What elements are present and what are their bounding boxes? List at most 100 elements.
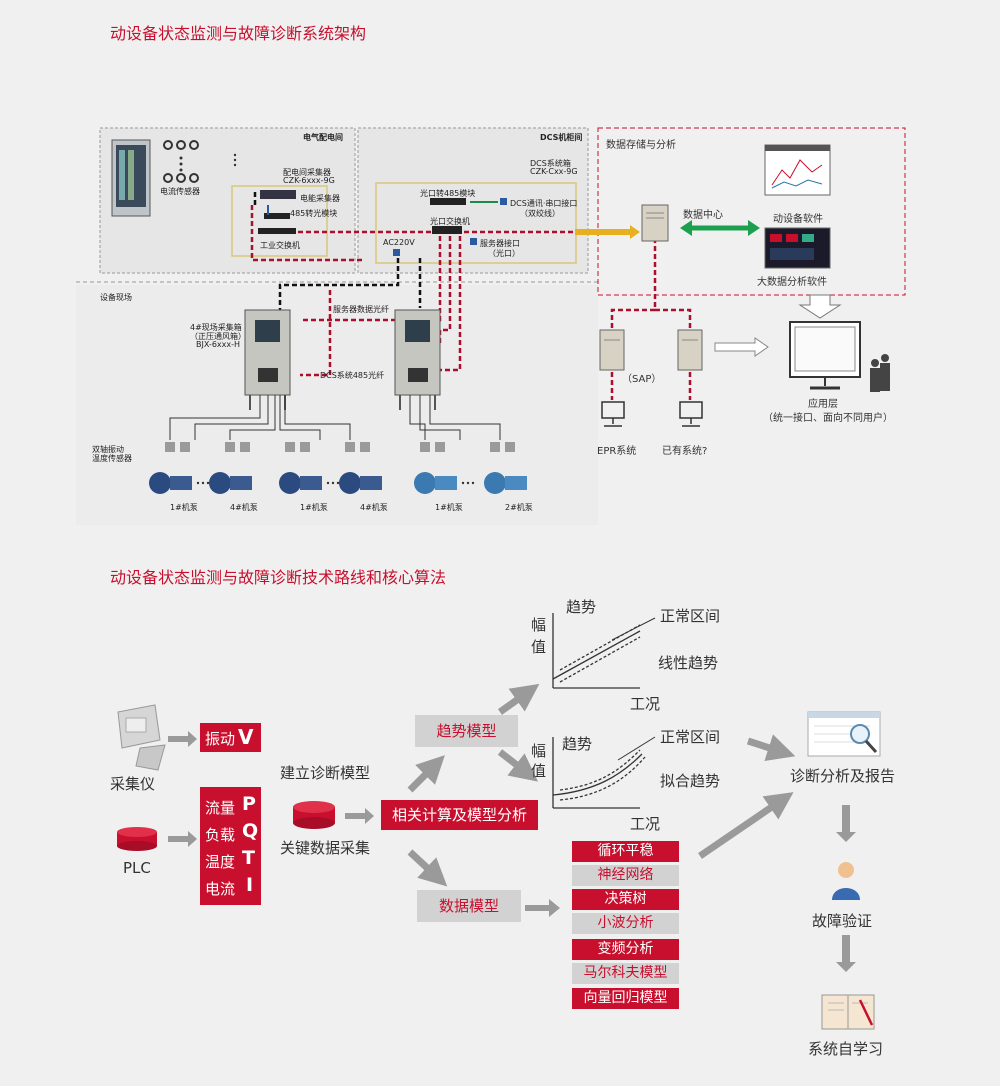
app-layer-label: 应用层: [808, 399, 838, 410]
arrow-analysis-data: [407, 849, 448, 887]
server-icon: [641, 204, 669, 242]
monitor-icon: [789, 321, 861, 390]
device-software-label: 动设备软件: [773, 214, 823, 225]
field-collector-label: 4#现场采集箱: [190, 323, 242, 332]
collector-model-label: CZK-6xxx-9G: [283, 176, 335, 185]
arrow-datamodel-algorithms: [525, 899, 560, 917]
book-icon: [821, 994, 875, 1030]
architecture-svg: [76, 127, 906, 525]
vibration-label: 振动: [205, 730, 236, 748]
algorithm-item: 循环平稳: [572, 841, 679, 862]
arrow-keydata-analysis: [345, 808, 374, 824]
trend-model-box: 趋势模型: [415, 715, 518, 747]
electrical-room-label: 电气配电间: [303, 133, 343, 142]
chart2-y-label-1: 幅: [531, 742, 547, 760]
person-icon: [832, 862, 860, 900]
collector-device: [260, 190, 296, 199]
verify-label: 故障验证: [812, 912, 873, 930]
data-center-label: 数据中心: [683, 210, 723, 221]
arrow-chart2-diagnosis: [746, 734, 796, 762]
field-collector-model-label: BJX-6xxx-H: [196, 340, 241, 349]
server-fiber-label: 服务器数据光纤: [333, 305, 389, 314]
chart2-line2-label: 拟合趋势: [660, 772, 721, 790]
arrow-trend-chart2: [497, 749, 539, 782]
server-port-label: 服务器接口: [480, 239, 520, 248]
pump-label-6: 2#机泵: [505, 503, 533, 512]
chart1-y-label-1: 幅: [531, 616, 547, 634]
fiber-485-device: [430, 198, 466, 205]
existing-pc-icon: [679, 401, 703, 427]
plc-label: PLC: [123, 859, 151, 877]
collector-label: 采集仪: [110, 775, 156, 793]
server-port-sub-label: （光口）: [488, 249, 520, 258]
chart2-y-label-2: 值: [531, 762, 547, 780]
chart2-x-label: 工况: [630, 815, 661, 833]
trend-chart-linear: [552, 613, 656, 689]
vib-sensor-sub-label: 温度传感器: [92, 454, 132, 463]
epr-label: EPR系统: [597, 446, 637, 457]
arrow-plc-signals: [168, 831, 197, 847]
field-cabinet-right: [394, 309, 441, 410]
dcs-comm-label: DCS通讯·串口接口: [510, 199, 578, 208]
current-sensor-label: 电流传感器: [160, 187, 200, 196]
chart1-y-label-2: 值: [531, 638, 547, 656]
field-collector-sub-label: （正压通风箱）: [190, 332, 246, 341]
ac220-label: AC220V: [383, 238, 415, 247]
algorithm-item: 神经网络: [572, 865, 679, 886]
pump-icons: [149, 472, 527, 494]
optical-switch-device: [432, 226, 462, 234]
arrow-trend-chart1: [497, 683, 540, 715]
signal-name-0: 流量: [205, 799, 236, 817]
signal-symbol-3: I: [246, 874, 254, 896]
collector-sub-label: 电能采集器: [300, 194, 340, 203]
chart2-line1-label: 正常区间: [660, 728, 721, 746]
converter-label: 485转光模块: [290, 209, 338, 218]
optical-switch-label: 光口交换机: [430, 217, 470, 226]
pump-label-2: 4#机泵: [230, 503, 258, 512]
pump-label-4: 4#机泵: [360, 503, 388, 512]
bigdata-software-screenshot: [764, 227, 831, 269]
self-learning-label: 系统自学习: [808, 1040, 884, 1058]
data-storage-label: 数据存储与分析: [606, 140, 676, 151]
pump-label-3: 1#机泵: [300, 503, 328, 512]
field-label: 设备现场: [100, 293, 132, 302]
trend-chart-fitted: [552, 736, 656, 809]
arrow-verify-learning: [836, 935, 856, 972]
dcs-room-zone: [357, 127, 589, 274]
arrow-collector-vibration: [168, 731, 197, 747]
algorithm-item: 马尔科夫模型: [572, 963, 679, 984]
users-icon: [870, 354, 890, 392]
vib-sensor-label: 双轴振动: [92, 445, 124, 454]
algorithm-item: 变频分析: [572, 939, 679, 960]
collector-device-icon: [117, 704, 166, 771]
fiber-485-label: 光口转485模块: [420, 189, 476, 198]
chart2-top-label: 趋势: [562, 735, 593, 753]
app-layer-sub-label: （统一接口、面向不同用户）: [763, 413, 893, 424]
arrow-diagnosis-verify: [836, 805, 856, 842]
converter-device: [264, 213, 290, 219]
existing-server-icon: [677, 329, 703, 371]
dcs-model-label: CZK-Cxx-9G: [530, 167, 578, 176]
chart1-top-label: 趋势: [566, 598, 597, 616]
sensor-icons: [165, 442, 515, 452]
diagnosis-label: 诊断分析及报告: [790, 767, 896, 785]
algorithm-item: 小波分析: [572, 913, 679, 934]
architecture-title: 动设备状态监测与故障诊断系统架构: [110, 24, 367, 43]
key-data-label: 关键数据采集: [280, 839, 371, 857]
epr-pc-icon: [601, 401, 625, 427]
signal-symbol-2: T: [242, 847, 255, 869]
signal-name-3: 电流: [205, 880, 236, 898]
field-cabinet-left: [244, 309, 291, 410]
green-double-arrow: [680, 220, 760, 236]
dcs-comm-sub-label: （双绞线）: [520, 209, 560, 218]
pump-label-5: 1#机泵: [435, 503, 463, 512]
algorithm-item: 决策树: [572, 889, 679, 910]
key-data-icon: [293, 801, 335, 829]
switch-device: [258, 228, 296, 234]
vibration-symbol: V: [238, 725, 254, 749]
device-software-screenshot: [764, 144, 831, 196]
dcs-room-label: DCS机柜间: [540, 133, 583, 142]
arrow-analysis-trend: [407, 755, 445, 793]
